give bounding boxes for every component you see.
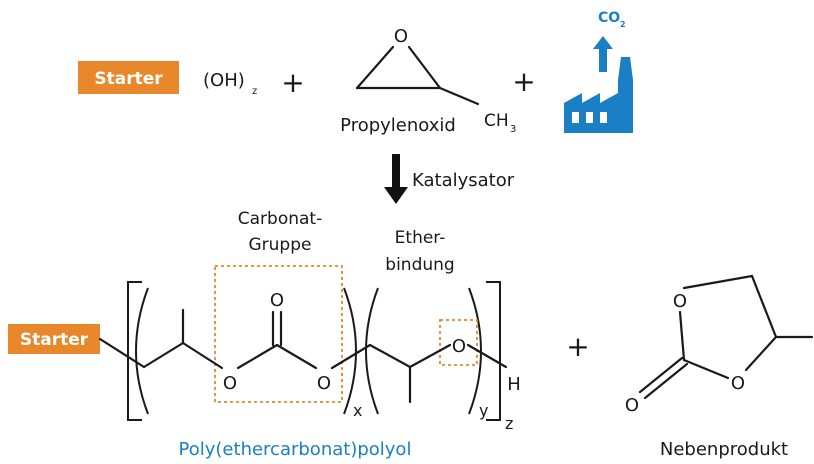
- propylene-oxide-structure: O CH 3 Propylenoxid: [340, 26, 516, 136]
- product-name: Poly(ethercarbonat)polyol: [179, 439, 412, 460]
- epoxide-oxygen: O: [394, 26, 408, 47]
- reaction-arrow: Katalysator: [384, 154, 515, 204]
- starter-badge-bg: [78, 61, 179, 94]
- terminal-hydrogen: H: [507, 374, 521, 395]
- paren-x-left: [135, 287, 149, 415]
- carbonate-highlight-box: [214, 265, 343, 403]
- subscript-y: y: [479, 401, 488, 420]
- co2-up-arrow: [593, 36, 613, 72]
- paren-y-right: [468, 287, 482, 415]
- polymer-structure: Carbonat- Gruppe Ether- bindung Starter: [8, 209, 521, 460]
- plus-sign-1: +: [281, 66, 304, 99]
- reactants-row: Starter (OH) z + O CH 3 Propylenoxid + C…: [78, 10, 633, 136]
- carbonate-label-line2: Gruppe: [249, 235, 312, 255]
- carbonate-label-line1: Carbonat-: [238, 209, 322, 229]
- starter-label-top: Starter: [94, 69, 163, 89]
- starter-badge-bottom-bg: [8, 324, 100, 354]
- epoxide-name: Propylenoxid: [340, 115, 456, 136]
- ether-label-line1: Ether-: [395, 228, 446, 248]
- ester-oxygen-2: O: [317, 373, 331, 394]
- ester-oxygen-1: O: [223, 373, 237, 394]
- starter-badge-top: Starter: [78, 61, 179, 94]
- ether-oxygen: O: [452, 336, 466, 357]
- paren-x-right: [343, 287, 357, 415]
- byproduct-structure: + O O O Nebenprodukt: [566, 274, 814, 460]
- methyl-subscript: 3: [510, 124, 516, 135]
- hydroxyl-group: (OH): [203, 70, 245, 91]
- outer-bracket-left: [127, 281, 142, 421]
- co2-subscript: 2: [620, 20, 626, 29]
- catalyst-label: Katalysator: [412, 170, 515, 191]
- co2-factory-icon: CO 2: [564, 10, 633, 133]
- starter-badge-bottom: Starter: [8, 324, 100, 354]
- outer-bracket-right: [486, 281, 501, 421]
- byproduct-carbonyl-oxygen: O: [625, 395, 639, 416]
- ring-oxygen-1: O: [673, 291, 687, 312]
- down-arrow-icon: [384, 154, 408, 204]
- co2-label: CO: [598, 10, 620, 26]
- paren-y-left: [365, 287, 379, 415]
- starter-label-bottom: Starter: [20, 330, 89, 350]
- plus-sign-3: +: [566, 330, 589, 363]
- ether-label-line2: bindung: [385, 255, 454, 275]
- plus-sign-2: +: [512, 65, 535, 98]
- subscript-x: x: [353, 401, 362, 420]
- ether-highlight-box: [439, 319, 478, 366]
- ring-oxygen-2: O: [731, 373, 745, 394]
- carbonyl-oxygen: O: [270, 290, 284, 311]
- byproduct-name: Nebenprodukt: [660, 439, 788, 460]
- hydroxyl-subscript: z: [252, 86, 257, 97]
- subscript-z: z: [505, 414, 513, 433]
- methyl-group: CH: [484, 111, 509, 131]
- factory-building: [564, 57, 633, 133]
